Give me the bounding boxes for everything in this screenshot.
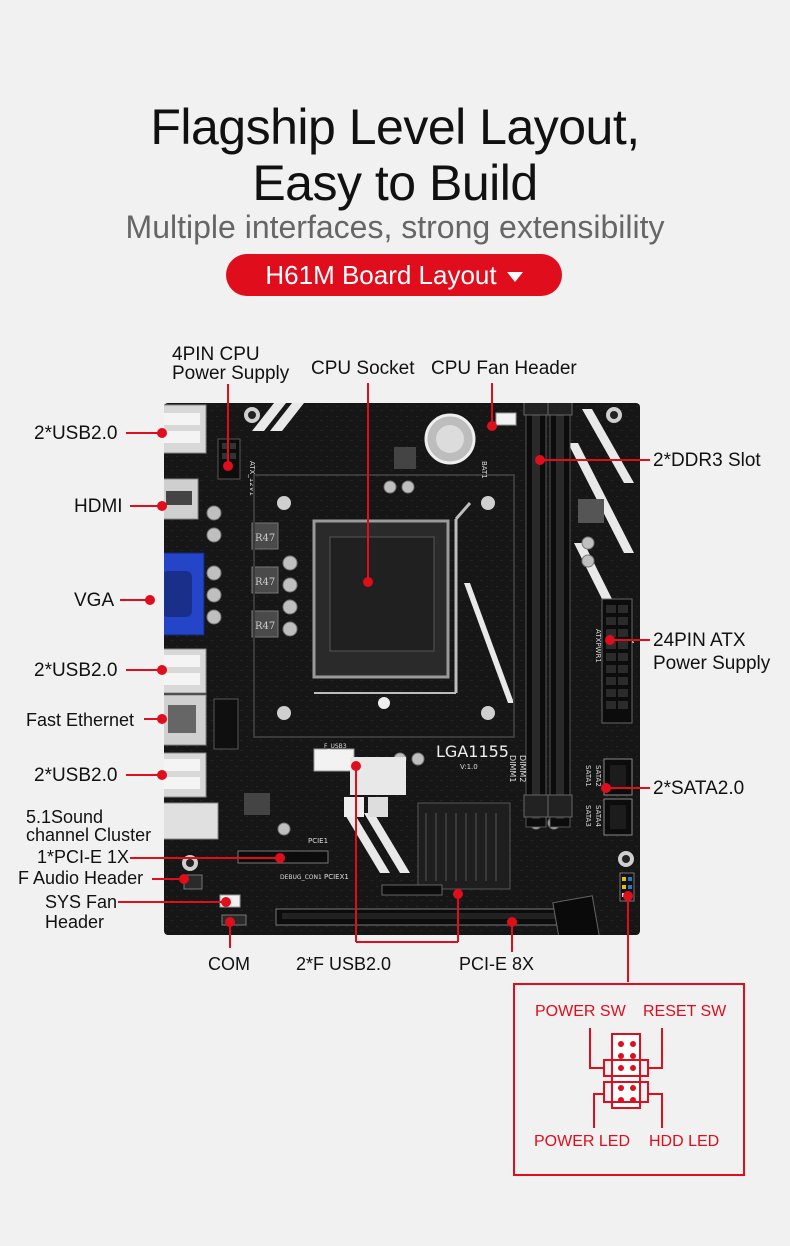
front-panel-box [513,983,745,1176]
socket-screws [277,496,495,720]
board-layout-label: H61M Board Layout [265,260,497,290]
cpu-fan-header [495,412,517,426]
power-led-label: POWER LED [534,1133,631,1150]
rear-io [164,404,219,840]
label-cpu-power-line1: 4PIN CPU [172,344,260,365]
title-line-2: Easy to Build [252,155,538,211]
dimm-slots [523,403,573,828]
label-com: COM [208,954,250,974]
com-header [221,914,247,926]
svg-text:SATA2: SATA2 [594,765,602,787]
faudio-header [183,874,203,890]
svg-text:ATXPWR1: ATXPWR1 [594,629,602,663]
svg-text:LGA1155: LGA1155 [436,742,509,761]
label-vga: VGA [74,590,115,611]
sysfan-header [219,894,241,908]
title-line-1: Flagship Level Layout, [150,99,640,155]
svg-text:BAT1: BAT1 [480,461,488,479]
label-atx-line2: Power Supply [653,653,771,674]
label-sysfan-line1: SYS Fan [45,892,118,912]
svg-text:R47: R47 [255,577,275,588]
label-usb-low: 2*USB2.0 [34,765,118,786]
label-cpu-socket: CPU Socket [311,358,415,379]
label-sysfan-line2: Header [45,912,105,932]
hdd-led-label: HDD LED [649,1133,720,1150]
svg-text:PCIE1: PCIE1 [308,837,328,845]
power-sw-label: POWER SW [535,1003,626,1020]
label-sound-line2: channel Cluster [26,825,152,845]
label-f-usb: 2*F USB2.0 [296,954,392,974]
svg-text:DEBUG_CON1: DEBUG_CON1 [280,874,322,881]
front-panel-header [619,872,635,902]
caret-down-icon [506,272,523,283]
svg-text:PCIEX1: PCIEX1 [324,873,349,881]
svg-text:SATA4: SATA4 [594,805,602,827]
svg-text:R47: R47 [255,533,275,544]
svg-text:SATA3: SATA3 [584,805,592,827]
f-usb-header [313,748,355,772]
svg-text:V:1.0: V:1.0 [460,763,478,771]
label-hdmi: HDMI [74,496,123,517]
socket-frame [253,474,515,738]
label-cpu-fan: CPU Fan Header [431,358,577,379]
label-ddr3: 2*DDR3 Slot [653,450,761,471]
label-pcie-1x: 1*PCI-E 1X [37,847,130,867]
svg-text:DIMM2: DIMM2 [518,755,527,782]
label-usb-top: 2*USB2.0 [34,423,118,444]
label-atx-line1: 24PIN ATX [653,630,746,651]
chipset-heatsink [417,802,511,890]
svg-text:DIMM1: DIMM1 [508,755,517,782]
svg-text:F_USB3: F_USB3 [324,743,347,750]
label-f-audio: F Audio Header [18,868,144,888]
atx12v-silk: ATX_12V1 [248,461,256,496]
label-sata: 2*SATA2.0 [653,778,745,799]
svg-text:R47: R47 [255,621,275,632]
cpu-power-connector [217,438,241,480]
sata-ports [603,758,633,836]
svg-text:SATA1: SATA1 [584,765,592,787]
motherboard-illustration: ATX_12V1 R47 R47 R47 BAT1 [164,403,640,935]
vrm-chokes: R47 R47 R47 [251,522,279,638]
label-ethernet: Fast Ethernet [26,710,135,730]
label-cpu-power-line2: Power Supply [172,363,290,384]
label-pcie-8x: PCI-E 8X [459,954,535,974]
label-usb-mid: 2*USB2.0 [34,660,118,681]
label-sound-line1: 5.1Sound [26,807,104,827]
pcie-x1-slot [237,850,329,864]
mount-holes [182,407,634,871]
subtitle: Multiple interfaces, strong extensibilit… [125,209,665,245]
board-layout-badge: H61M Board Layout [226,254,562,296]
reset-sw-label: RESET SW [643,1003,727,1020]
